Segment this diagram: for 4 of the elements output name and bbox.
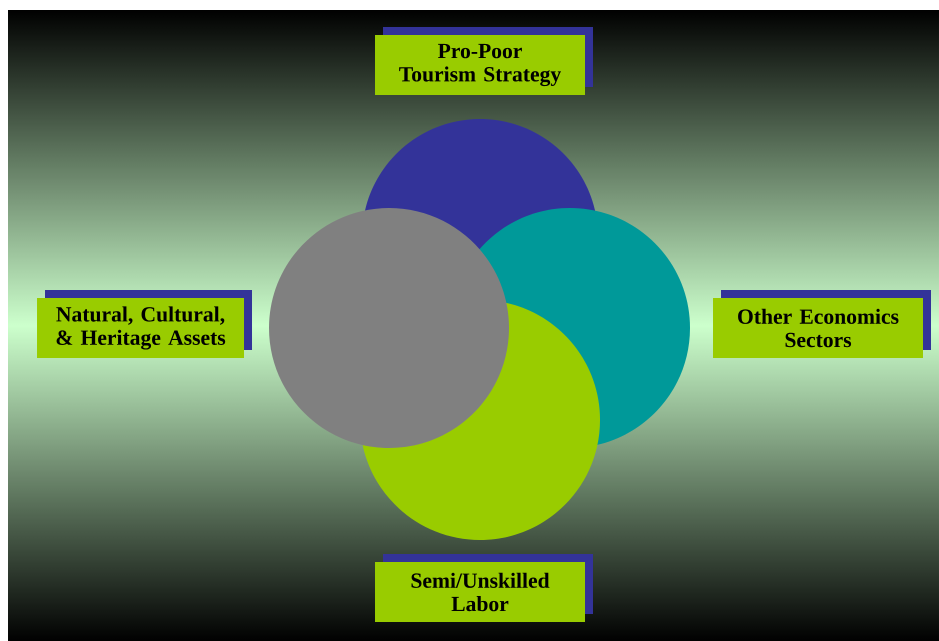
label-box: Other Economics Sectors [713,290,931,358]
label-box: Pro-Poor Tourism Strategy [375,26,593,95]
label-box: Semi/Unskilled Labor [375,554,593,622]
label-box: Natural, Cultural, & Heritage Assets [37,290,252,358]
